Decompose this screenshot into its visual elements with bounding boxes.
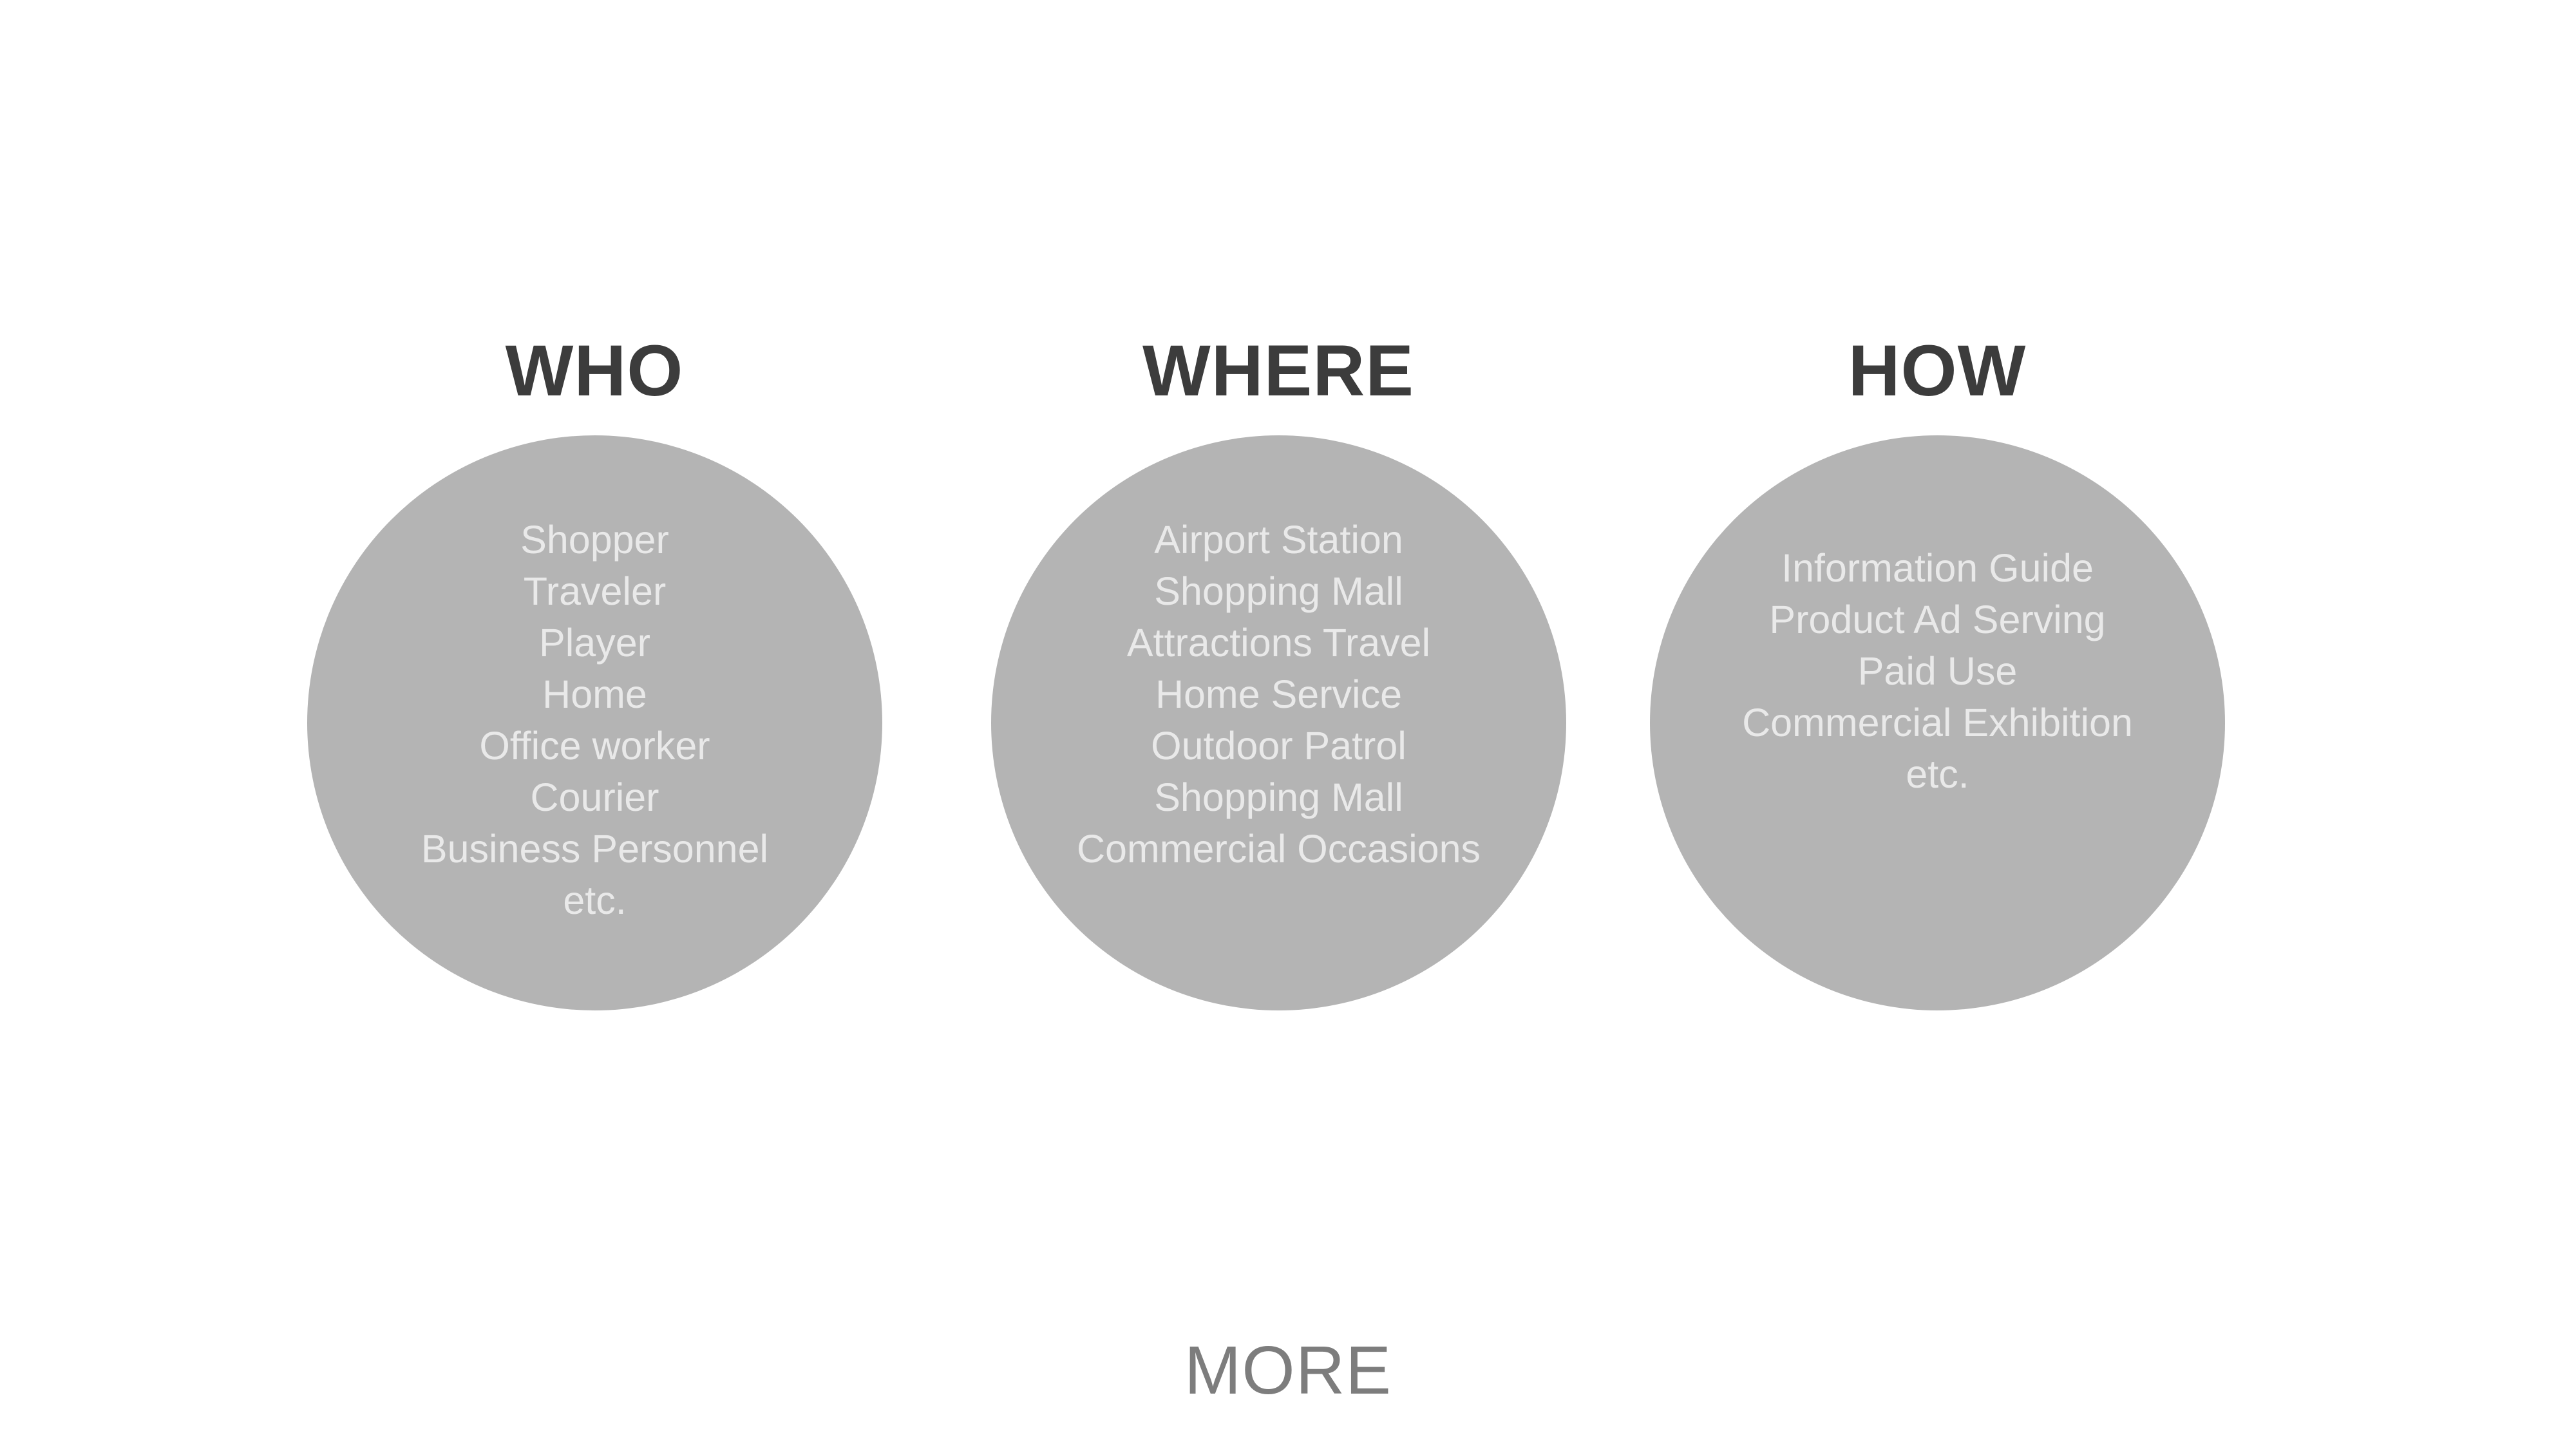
list-item: Paid Use: [1857, 649, 2018, 693]
heading-where: WHERE: [1142, 330, 1414, 411]
circle-who: Shopper Traveler Player Home Office work…: [307, 435, 882, 1010]
column-who: WHO Shopper Traveler Player Home Office …: [240, 0, 949, 1449]
circle-text-how: Information Guide Product Ad Serving Pai…: [1573, 542, 2302, 800]
circle-how: Information Guide Product Ad Serving Pai…: [1650, 435, 2225, 1010]
list-item: Airport Station: [1154, 518, 1403, 562]
circle-where: Airport Station Shopping Mall Attraction…: [991, 435, 1566, 1010]
circle-text-who: Shopper Traveler Player Home Office work…: [230, 514, 960, 926]
list-item: Information Guide: [1781, 546, 2094, 590]
list-item: Commercial Occasions: [1076, 827, 1481, 871]
list-item: Shopper: [520, 518, 669, 562]
heading-how: HOW: [1848, 330, 2027, 411]
list-item: etc.: [1906, 752, 1969, 796]
list-item: Traveler: [523, 569, 667, 613]
list-item: Courier: [530, 775, 659, 819]
list-item: Attractions Travel: [1126, 621, 1431, 665]
more-label: MORE: [1184, 1332, 1392, 1408]
heading-who: WHO: [505, 330, 684, 411]
list-item: Product Ad Serving: [1769, 598, 2106, 641]
list-item: Shopping Mall: [1154, 569, 1403, 613]
list-item: Outdoor Patrol: [1151, 724, 1406, 768]
column-where: WHERE Airport Station Shopping Mall Attr…: [924, 0, 1633, 1449]
list-item: Shopping Mall: [1154, 775, 1403, 819]
list-item: etc.: [563, 878, 627, 922]
column-how: HOW Information Guide Product Ad Serving…: [1583, 0, 2291, 1449]
list-item: Player: [539, 621, 650, 665]
list-item: Home Service: [1155, 672, 1403, 716]
circle-text-where: Airport Station Shopping Mall Attraction…: [914, 514, 1643, 875]
list-item: Office worker: [479, 724, 710, 768]
list-item: Business Personnel: [421, 827, 769, 871]
list-item: Commercial Exhibition: [1742, 701, 2133, 744]
list-item: Home: [542, 672, 647, 716]
